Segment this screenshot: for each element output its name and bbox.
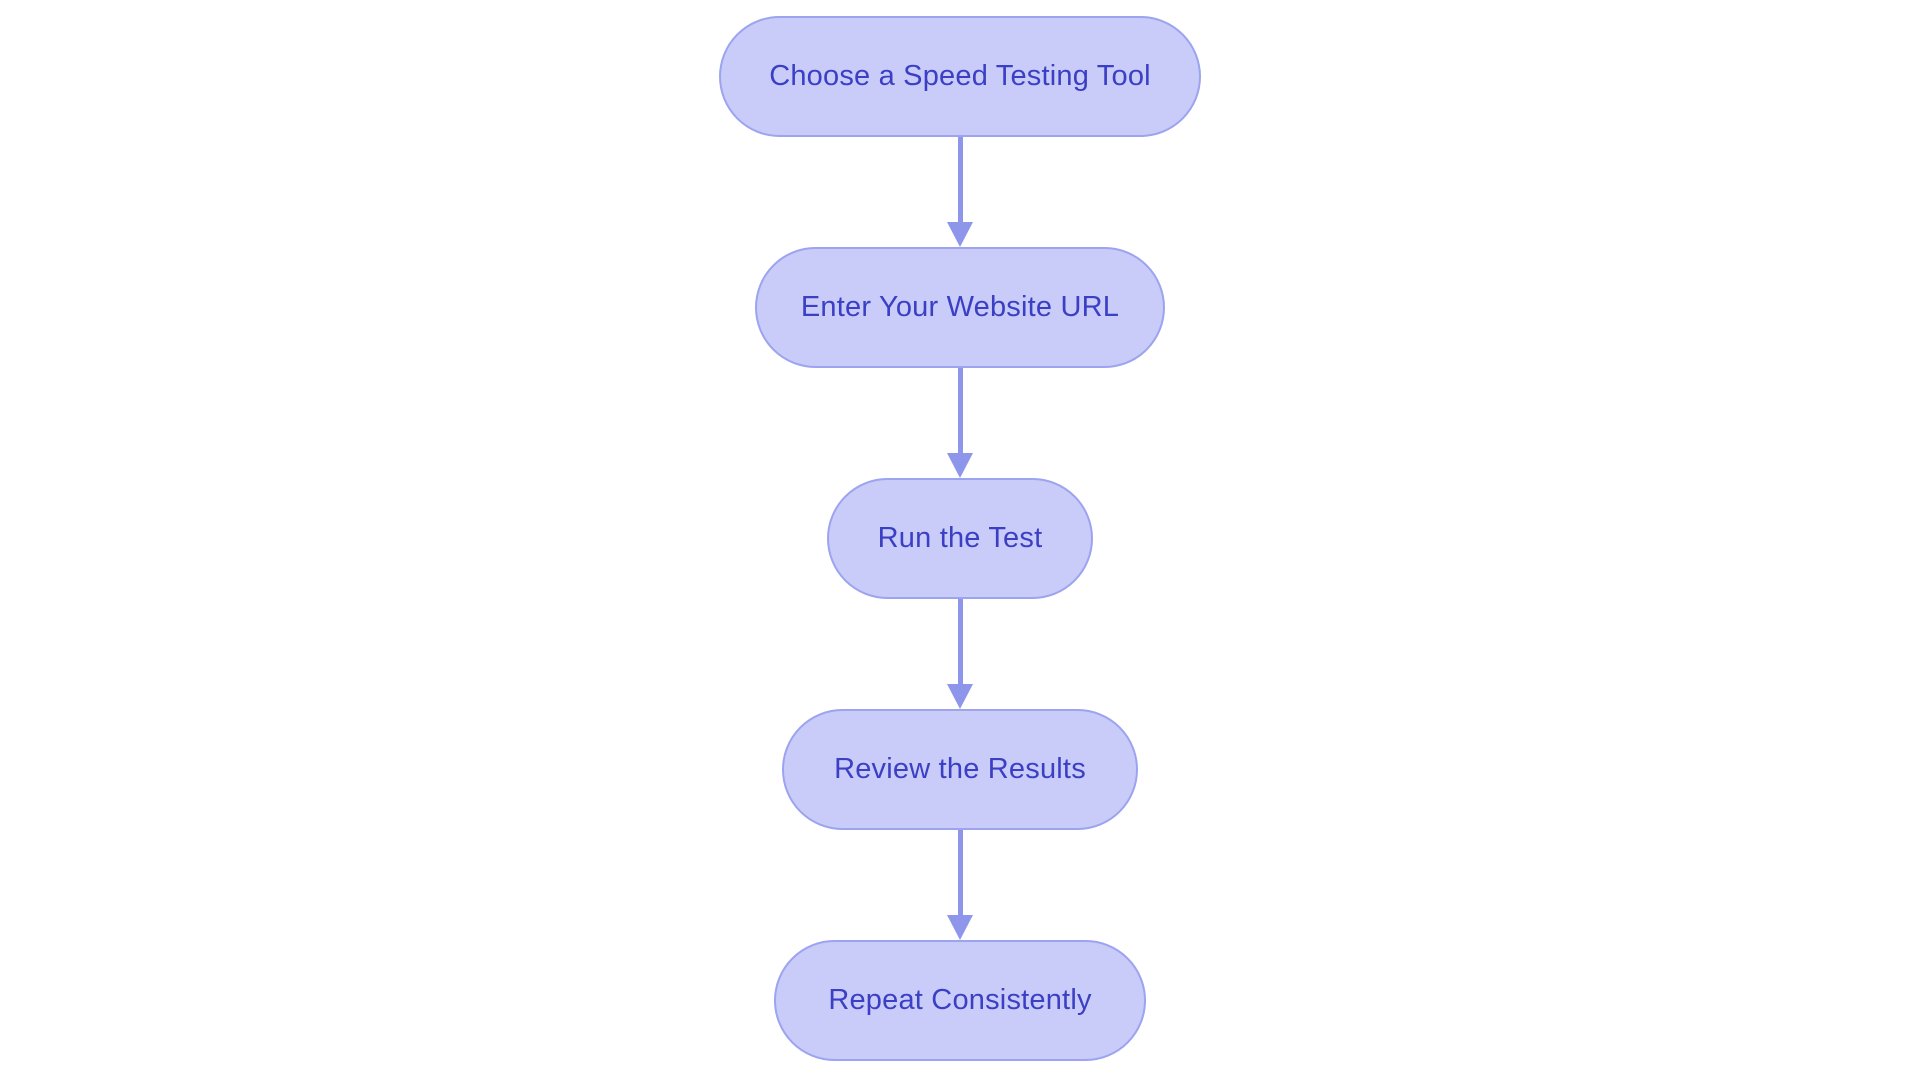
flow-node-choose-tool: Choose a Speed Testing Tool (719, 16, 1201, 137)
arrow-line (957, 368, 963, 454)
flow-node-label: Review the Results (834, 753, 1086, 785)
arrow-down-icon (947, 453, 973, 478)
arrow-down-icon (947, 684, 973, 709)
flowchart: Choose a Speed Testing Tool Enter Your W… (0, 16, 1920, 1061)
flow-node-run-test: Run the Test (827, 478, 1093, 599)
flow-node-label: Repeat Consistently (828, 984, 1092, 1016)
arrow-connector-1 (947, 137, 973, 247)
arrow-connector-2 (947, 368, 973, 478)
arrow-down-icon (947, 915, 973, 940)
arrow-connector-3 (947, 599, 973, 709)
flow-node-enter-url: Enter Your Website URL (755, 247, 1165, 368)
flow-node-review-results: Review the Results (782, 709, 1138, 830)
arrow-down-icon (947, 222, 973, 247)
flow-node-label: Run the Test (877, 522, 1043, 554)
arrow-line (957, 830, 963, 916)
arrow-line (957, 599, 963, 685)
flow-node-repeat: Repeat Consistently (774, 940, 1146, 1061)
arrow-connector-4 (947, 830, 973, 940)
flow-node-label: Enter Your Website URL (800, 291, 1120, 323)
flow-node-label: Choose a Speed Testing Tool (769, 60, 1151, 92)
arrow-line (957, 137, 963, 223)
